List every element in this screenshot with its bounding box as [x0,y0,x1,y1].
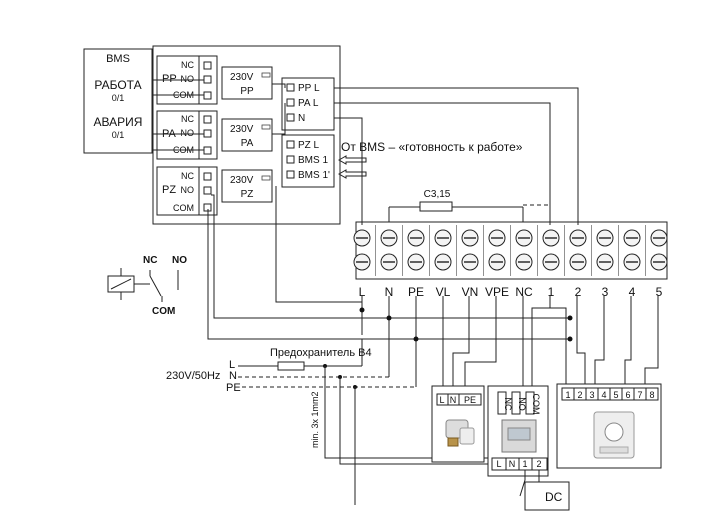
relay-symbol-nc: NC [143,255,157,266]
relay-pp-nc: NC [181,60,194,70]
power-supply: Предохранитель B4 230V/50Hz L N PE min. … [166,339,511,505]
fuse [277,361,305,371]
strip-terminal-label: VN [462,285,479,299]
thermostat-com: COM [531,394,541,415]
supply-voltage: 230V/50Hz [166,370,220,382]
valve-actuator: L N PE [431,385,485,463]
strip-terminal-label: 4 [629,285,636,299]
relay-pz-coil-voltage: 230V [230,175,254,186]
relay-symbol: NC NO COM [107,255,187,317]
valve-terminal-pe: PE [464,395,476,405]
relay-pa-nc: NC [181,114,194,124]
terminal-strip [353,221,668,280]
bms-input-arrows [337,155,367,179]
supply-pe: PE [226,382,241,394]
controller-terminal-label: 8 [649,390,654,400]
valve-terminal-n: N [450,395,457,405]
strip-terminal-label: VL [436,285,451,299]
capacitor: C3,15 [388,189,524,225]
thermostat-2: 2 [536,459,541,469]
strip-terminal-label: 1 [548,285,555,299]
enclosure-strip-wires [207,83,579,340]
relay-pa: NC NO COM PA 230V PA [156,110,273,160]
supply-l: L [229,359,235,371]
relay-pp: NC NO COM PP 230V PP [156,55,273,105]
relay-pz-coil-name: PZ [241,189,254,200]
dc-label: DC [545,490,563,504]
relay-pz-com: COM [173,203,194,213]
thermostat-l: L [496,459,501,469]
bms-run-value: 0/1 [112,93,125,103]
controller-terminal-label: 4 [601,390,606,400]
valve-image [445,419,475,447]
thermostat-1: 1 [522,459,527,469]
relay-pa-coil-name: PA [241,138,254,149]
room-thermostat: NC NO COM L N 1 2 [487,385,549,497]
bms-ready-note: От BMS – «готовность к работе» [341,140,523,154]
supply-n: N [229,370,237,382]
relay-pz: NC NO COM PZ 230V PZ [156,166,273,216]
relay-pz-no: NO [181,185,195,195]
strip-terminal-label: PE [408,285,424,299]
terminal-bms-1-prime: BMS 1' [298,170,330,181]
bms-run-label: РАБОТА [94,78,141,92]
zone-controller [556,383,662,469]
controller-image [593,411,635,459]
bms-block: BMS РАБОТА 0/1 АВАРИЯ 0/1 [83,48,153,154]
thermostat-no: NO [517,397,527,411]
bms-title: BMS [106,53,130,65]
dc-box: DC [524,481,570,511]
strip-terminal-label: N [385,285,394,299]
strip-output-wires [359,296,659,394]
relay-pp-code: PP [162,73,177,85]
inner-terminals-bms: PZ L BMS 1 BMS 1' [286,140,330,181]
relay-pp-coil-name: PP [240,86,254,97]
controller-terminal-label: 1 [565,390,570,400]
fuse-label: Предохранитель B4 [270,347,372,359]
terminal-strip-labels: L N PE VL VN VPE NC 1 2 3 4 5 [359,285,663,299]
thermostat-n: N [509,459,516,469]
terminal-n: N [298,113,305,124]
strip-terminal-label: VPE [485,285,509,299]
strip-terminal-label: L [359,285,366,299]
strip-terminal-label: 3 [602,285,609,299]
terminal-pa-l: PA L [298,98,319,109]
bms-relay-wires [152,79,204,151]
terminal-pz-l: PZ L [298,140,320,151]
cable-label: min. 3x 1mm2 [310,391,320,448]
dashed-jumper [523,204,551,225]
controller-terminal-label: 2 [577,390,582,400]
relay-pa-coil-voltage: 230V [230,124,254,135]
controller-terminal-label: 5 [613,390,618,400]
valve-terminal-l: L [439,395,444,405]
relay-symbol-com: COM [152,306,175,317]
strip-terminal-label: 2 [575,285,582,299]
strip-terminal-label: NC [515,285,533,299]
strip-terminal-label: 5 [656,285,663,299]
controller-terminal-label: 3 [589,390,594,400]
terminal-bms-1: BMS 1 [298,155,328,166]
relay-pp-coil-voltage: 230V [230,72,254,83]
relay-pp-no: NO [181,74,195,84]
thermostat-nc: NC [503,398,513,411]
relay-pz-code: PZ [162,184,176,196]
controller-terminal-label: 7 [637,390,642,400]
inner-terminals-power: PP L PA L N [286,83,320,124]
bms-fault-value: 0/1 [112,130,125,140]
relay-pz-nc: NC [181,171,194,181]
terminal-pp-l: PP L [298,83,320,94]
relay-pa-no: NO [181,128,195,138]
relay-symbol-no: NO [172,255,187,266]
capacitor-label: C3,15 [424,189,451,200]
bms-fault-label: АВАРИЯ [94,115,143,129]
controller-terminal-label: 6 [625,390,630,400]
